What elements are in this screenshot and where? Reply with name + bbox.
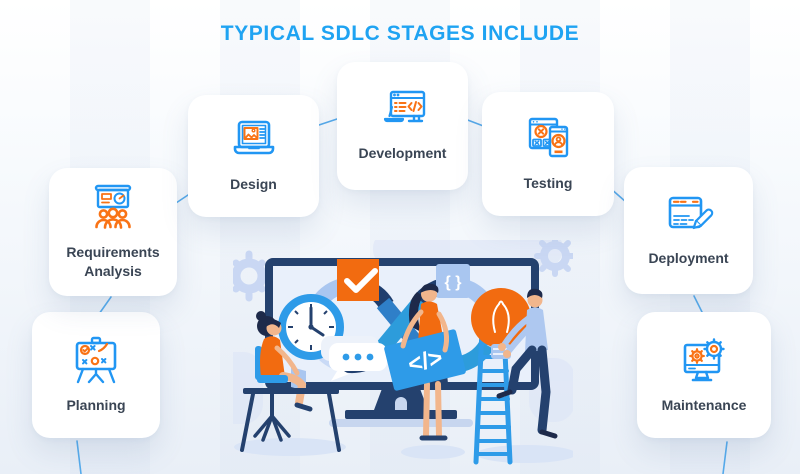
developer-center: </> — [384, 283, 466, 441]
developer-left — [240, 311, 341, 452]
connector-planning-bottom — [76, 440, 82, 474]
stage-card-deployment: Deployment — [624, 167, 753, 294]
sdlc-illustration: { } — [233, 240, 573, 465]
gear-decoration-left — [233, 250, 271, 302]
stage-card-design: Design — [188, 95, 319, 217]
stage-card-planning: Planning — [32, 312, 160, 438]
presentation-audience-icon — [85, 183, 141, 233]
ground-shadows — [234, 438, 573, 463]
braces-text: { } — [445, 274, 462, 291]
page-title: TYPICAL SDLC STAGES INCLUDE — [220, 22, 580, 45]
connector-maintenance-bottom — [722, 441, 728, 474]
strategy-easel-icon — [68, 336, 124, 386]
monitor-gears-icon — [676, 336, 732, 386]
connector-deployment-maintenance — [693, 295, 704, 315]
gear-decoration-right — [534, 240, 573, 277]
connector-design-development — [315, 118, 338, 127]
code-braces-badge: { } — [436, 264, 470, 298]
developer-right — [496, 288, 558, 439]
stage-label: Planning — [66, 396, 126, 413]
code-screen-icon — [375, 90, 431, 134]
connector-requirements-planning — [98, 296, 112, 315]
error-windows-icon — [522, 116, 574, 164]
stage-label: Maintenance — [661, 396, 747, 413]
stage-card-requirements-analysis: Requirements Analysis — [49, 168, 177, 296]
stage-label: Requirements Analysis — [66, 244, 160, 279]
check-badge — [337, 259, 379, 301]
stage-label: Testing — [523, 174, 573, 191]
stage-card-maintenance: Maintenance — [637, 312, 771, 438]
stage-label: Development — [358, 144, 447, 161]
laptop-artboard-icon — [226, 119, 282, 165]
stage-label: Deployment — [648, 250, 729, 267]
stage-label: Design — [230, 175, 277, 192]
chat-bubble — [321, 336, 387, 381]
stage-card-testing: Testing — [482, 92, 614, 216]
stage-card-development: Development — [337, 62, 468, 190]
monitor-stand — [329, 386, 473, 427]
browser-pencil-icon — [661, 193, 717, 239]
